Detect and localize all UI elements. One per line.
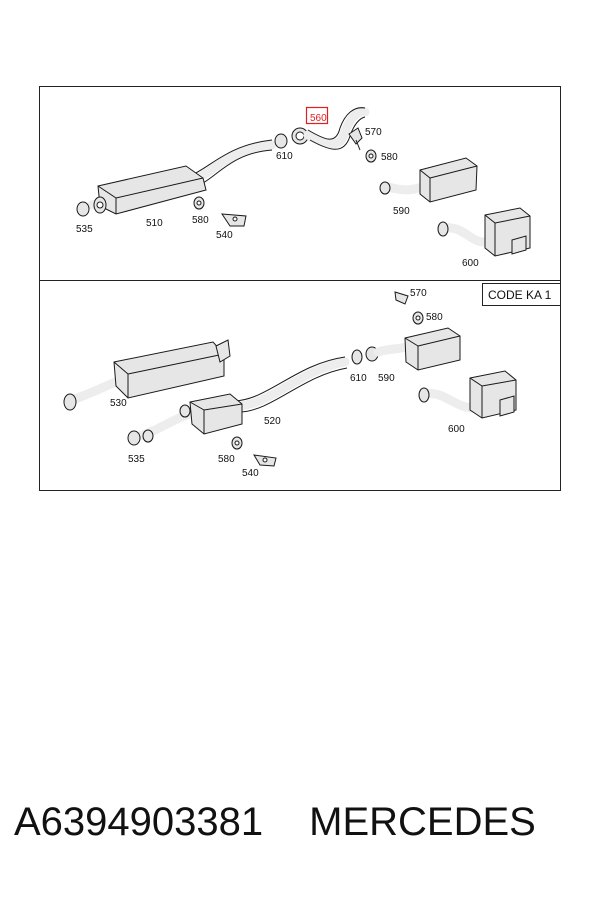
label-535: 535 <box>76 224 93 235</box>
label-580: 580 <box>381 152 398 163</box>
label-580-b: 580 <box>218 454 235 465</box>
flange-clamp-535 <box>76 196 107 217</box>
code-label: CODE KA 1 <box>488 288 552 302</box>
code-label-box: CODE KA 1 <box>482 283 561 306</box>
label-535: 535 <box>128 454 145 465</box>
clamp-535 <box>127 429 154 446</box>
label-540: 540 <box>242 468 259 479</box>
bracket-540 <box>221 213 247 227</box>
label-600: 600 <box>448 424 465 435</box>
label-580: 580 <box>426 312 443 323</box>
brand-name: MERCEDES <box>309 800 536 844</box>
label-580-b: 580 <box>192 215 209 226</box>
label-560: 560 <box>310 113 327 124</box>
label-570: 570 <box>365 127 382 138</box>
label-600: 600 <box>462 258 479 269</box>
diagram-frame <box>39 86 561 491</box>
bracket-540 <box>253 454 277 467</box>
label-590: 590 <box>393 206 410 217</box>
part-number: A6394903381 <box>14 800 264 844</box>
rubber-ring-580 <box>365 149 377 163</box>
label-610: 610 <box>350 373 367 384</box>
muffler-590 <box>379 157 478 203</box>
muffler-590 <box>373 327 461 371</box>
highlight-box-560 <box>305 106 329 125</box>
label-510: 510 <box>146 218 163 229</box>
label-530: 530 <box>110 398 127 409</box>
label-540: 540 <box>216 230 233 241</box>
upper-panel: 560 570 580 610 590 600 510 535 580 540 <box>76 106 531 269</box>
muffler-520 <box>179 393 243 435</box>
label-570: 570 <box>410 288 427 299</box>
exhaust-system-diagram: CODE KA 1 <box>39 86 561 491</box>
lower-panel: 570 580 610 590 530 520 600 535 580 540 <box>63 288 517 479</box>
muffler-600 <box>437 207 531 257</box>
label-610: 610 <box>276 151 293 162</box>
flange-530 <box>63 393 77 411</box>
footer: A6394903381 MERCEDES <box>14 800 594 860</box>
hanger-570 <box>348 127 363 151</box>
label-520: 520 <box>264 416 281 427</box>
label-590: 590 <box>378 373 395 384</box>
rubber-ring-580 <box>412 311 424 325</box>
muffler-600 <box>418 370 517 419</box>
hanger-570 <box>394 291 409 305</box>
gasket-580-lower <box>193 196 205 210</box>
muffler-530 <box>113 339 231 399</box>
gasket-580 <box>231 436 243 450</box>
